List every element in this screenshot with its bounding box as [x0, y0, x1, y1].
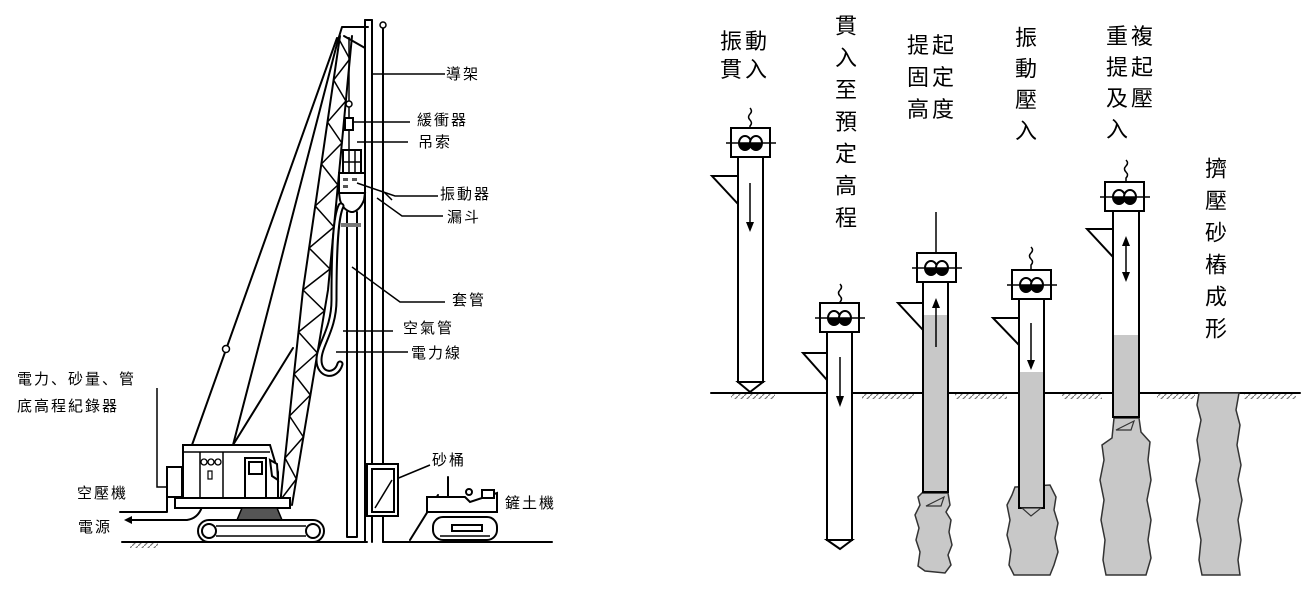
air-compressor [166, 466, 183, 498]
step-1-label-line-2: 貫入 [720, 58, 771, 83]
arrow-down-icon [1027, 360, 1035, 370]
step-1-label-line-1: 振動 [720, 30, 771, 55]
step-1-label: 振動 貫入 [720, 29, 770, 85]
step-3-label-line-2: 固定 [907, 66, 958, 91]
fin [709, 175, 739, 207]
step-3-label-line-1: 提起 [907, 34, 958, 59]
label-recorder: 電力、砂量、管 底高程紀錄器 [17, 366, 136, 420]
label-air-compressor: 空壓機 [77, 484, 129, 502]
arrow-left-icon [124, 516, 132, 524]
arrow-down-icon [1122, 272, 1130, 282]
step-5-pile [1084, 159, 1152, 576]
step-5-label-line-4: 入 [1106, 118, 1132, 143]
label-bulldozer: 鏟土機 [505, 494, 557, 512]
vibrator-head-icon [725, 127, 777, 158]
step-5-label-line-3: 及壓 [1106, 87, 1157, 112]
crane-body [166, 444, 325, 543]
sand-bulb [914, 492, 953, 574]
fin [800, 352, 828, 383]
ground-hatch [130, 543, 158, 548]
fin [990, 317, 1020, 348]
step-4-pile [990, 246, 1059, 576]
step-5-label-line-2: 提起 [1106, 56, 1157, 81]
label-sling: 吊索 [418, 133, 453, 151]
vibrator-head-icon [1099, 181, 1151, 212]
casing-pipe [346, 211, 358, 538]
label-leader-lines [119, 73, 445, 524]
step-4-label: 振動壓入 [1011, 26, 1036, 150]
label-recorder-line-2: 底高程紀錄器 [17, 397, 120, 415]
crane-boom [191, 26, 369, 506]
step-5-label: 重複 提起 及壓 入 [1106, 22, 1156, 146]
fin [895, 302, 924, 333]
arrow-down-icon [836, 396, 844, 407]
vibrator [338, 172, 366, 194]
step-6-label: 擠壓砂樁成形 [1201, 157, 1226, 349]
label-sand-bucket: 砂桶 [432, 451, 467, 469]
buffer [344, 117, 354, 131]
label-recorder-line-1: 電力、砂量、管 [17, 370, 137, 388]
label-guide-frame: 導架 [446, 65, 481, 83]
step-6-pile [1195, 392, 1243, 576]
rope-ball [221, 344, 231, 354]
sling-cage [342, 149, 362, 174]
arrow-up-icon [932, 298, 940, 308]
label-vibrator: 振動器 [440, 185, 492, 203]
step-5-label-line-1: 重複 [1106, 25, 1157, 50]
ground-hatch-right [731, 394, 1296, 399]
vibrator-head-icon [814, 302, 866, 333]
vibrator-head-icon [1006, 269, 1058, 300]
sequence-drawing [709, 107, 1301, 576]
vibrator-head-icon [911, 252, 963, 283]
label-buffer: 緩衝器 [417, 111, 469, 129]
label-air-pipe: 空氣管 [403, 319, 455, 337]
step-1-pile [709, 107, 777, 394]
sand-bulb [1099, 417, 1152, 576]
arrow-down-icon [746, 222, 754, 232]
step-3-label: 提起 固定 高度 [907, 31, 957, 127]
bulldozer [409, 476, 498, 541]
pulley-icon [379, 21, 387, 29]
vibro-hammer-assembly [315, 37, 393, 538]
step-3-pile [895, 212, 963, 574]
label-hopper: 漏斗 [447, 208, 482, 226]
label-casing: 套管 [452, 291, 487, 309]
rig-drawing [119, 19, 553, 548]
label-power-source: 電源 [78, 518, 113, 536]
power-cable-hose [317, 204, 343, 375]
sand-bucket [366, 463, 399, 517]
step-3-label-line-3: 高度 [907, 98, 958, 123]
fin [1084, 228, 1114, 260]
arrow-up-icon [1122, 236, 1130, 246]
step-2-label: 貫入至預定高程 [831, 14, 856, 238]
sand-pile-column [1195, 392, 1243, 576]
label-power-cable: 電力線 [411, 344, 463, 362]
step-2-pile [800, 283, 866, 551]
